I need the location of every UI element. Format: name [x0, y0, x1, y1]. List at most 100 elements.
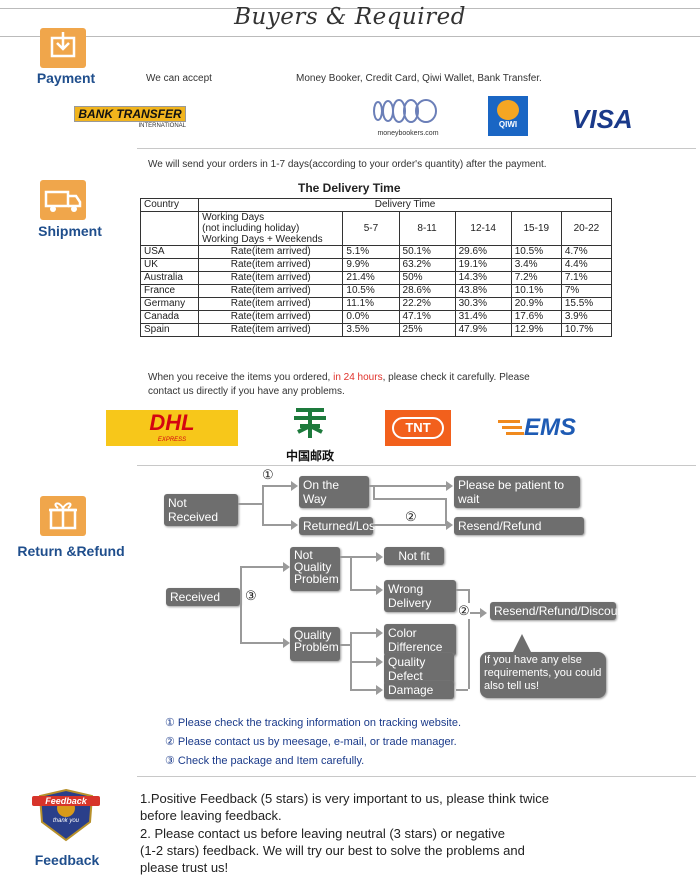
country-cell: Spain [139, 323, 200, 337]
fc1-way-line [369, 485, 447, 487]
fc1-diag-a [373, 487, 375, 499]
received-box: Received [166, 588, 240, 606]
bank-transfer-sub: INTERNATIONAL [138, 123, 186, 129]
range-8-11: 8-11 [398, 211, 456, 246]
divider-shipment [137, 465, 696, 466]
rate-value-cell: 28.6% [398, 284, 456, 298]
damage-box: Damage [384, 681, 454, 699]
fc2-arrow-q-b [376, 657, 383, 667]
delivery-table-title: The Delivery Time [298, 181, 401, 195]
country-cell: USA [139, 245, 200, 259]
page-title: Buyers & Required [234, 4, 466, 30]
rate-value-cell: 9.9% [342, 258, 400, 272]
feedback-label: Feedback [34, 852, 100, 868]
fc2-nq-a [350, 556, 376, 558]
fc2-q-a [350, 632, 376, 634]
fc2-nq-b [350, 589, 376, 591]
rate-value-cell: 3.9% [560, 310, 613, 324]
rate-value-cell: 43.8% [454, 284, 512, 298]
feedback-line-2: before leaving feedback. [140, 808, 282, 823]
fc2-arrow-q-a [376, 628, 383, 638]
country-cell: Australia [139, 271, 200, 285]
rate-value-cell: 4.4% [560, 258, 613, 272]
on-the-way-box: On the Way [299, 476, 369, 508]
moneybookers-text: moneybookers.com [377, 130, 439, 137]
title-underline [0, 36, 700, 37]
rate-value-cell: 0.0% [342, 310, 400, 324]
rate-value-cell: 31.4% [454, 310, 512, 324]
rate-value-cell: 10.7% [560, 323, 613, 337]
qiwi-text: QIWI [498, 120, 518, 129]
shipment-intro: We will send your orders in 1-7 days(acc… [148, 159, 547, 170]
rate-cell: Rate(item arrived) [198, 310, 344, 324]
payment-methods: Money Booker, Credit Card, Qiwi Wallet, … [296, 73, 542, 84]
tnt-text: TNT [392, 417, 444, 439]
rate-value-cell: 3.4% [510, 258, 562, 272]
refund-label: Return &Refund [17, 543, 125, 559]
fc2-q-c [350, 689, 376, 691]
requirements-bubble: If you have any else requirements, you c… [480, 652, 606, 698]
feedback-ribbon-sub: thank you [52, 818, 80, 824]
payment-label: Payment [36, 70, 96, 86]
fc2-vert [240, 566, 242, 644]
fc1-diag-c [445, 498, 447, 524]
rate-cell: Rate(item arrived) [198, 323, 344, 337]
rate-cell: Rate(item arrived) [198, 297, 344, 311]
china-post-logo: 中国邮政 [270, 402, 350, 463]
divider-refund [137, 776, 696, 777]
col-delivery: Delivery Time [198, 198, 612, 212]
resend-refund-discount-box: Resend/Refund/Discount [490, 602, 627, 620]
quality-box: Quality Problem [290, 627, 340, 661]
rate-value-cell: 7% [560, 284, 613, 298]
col-country: Country [139, 198, 200, 212]
range-5-7: 5-7 [342, 211, 400, 246]
qiwi-logo: QIWI [488, 96, 528, 136]
fc2-arrow-nq-a [376, 552, 383, 562]
fc1-vert [262, 485, 264, 525]
fc2-q-stem [340, 644, 350, 646]
bubble-tail [512, 634, 532, 654]
rate-value-cell: 10.5% [342, 284, 400, 298]
country-cell: Germany [139, 297, 200, 311]
check-notice: When you receive the items you ordered, … [148, 371, 530, 399]
fc1-stem [238, 503, 262, 505]
fc2-r-vert [468, 589, 470, 689]
check-pre: When you receive the items you ordered, [148, 372, 334, 383]
dhl-text: DHL [149, 410, 195, 435]
fc1-top [262, 485, 292, 487]
note-3: ③ Check the package and Item carefully. [165, 755, 365, 767]
rate-value-cell: 11.1% [342, 297, 400, 311]
visa-logo: VISA [572, 104, 633, 134]
working-days-cell: Working Days (not including holiday) Wor… [198, 211, 344, 246]
feedback-ribbon: Feedback [32, 796, 100, 806]
not-received-box: Not Received [164, 494, 238, 526]
china-post-text: 中国邮政 [285, 449, 334, 463]
circle-2b: ② [458, 603, 470, 619]
wd-line-1: Working Days [202, 212, 265, 223]
fc1-arrow-bottom [291, 520, 298, 530]
rate-value-cell: 7.2% [510, 271, 562, 285]
check-post: , please check it carefully. Please [382, 372, 530, 383]
rate-value-cell: 15.5% [560, 297, 613, 311]
gift-icon [40, 496, 86, 536]
fc1-arrow-way [446, 481, 453, 491]
fc2-r-a [456, 589, 468, 591]
fc2-nq-stem [340, 556, 350, 558]
ems-text: EMS [524, 414, 577, 441]
dhl-logo: DHL EXPRESS [106, 410, 238, 446]
not-quality-box: Not Quality Problem [290, 547, 340, 591]
rate-cell: Rate(item arrived) [198, 271, 344, 285]
bank-transfer-text: BANK TRANSFER [74, 106, 186, 122]
fc2-bottom [240, 642, 284, 644]
rate-cell: Rate(item arrived) [198, 284, 344, 298]
rate-value-cell: 5.1% [342, 245, 400, 259]
feedback-line-5: please trust us! [140, 860, 229, 875]
tnt-logo: TNT [385, 410, 451, 446]
rate-cell: Rate(item arrived) [198, 258, 344, 272]
rate-value-cell: 10.1% [510, 284, 562, 298]
fc2-top [240, 566, 284, 568]
rate-value-cell: 50.1% [398, 245, 456, 259]
rate-value-cell: 47.1% [398, 310, 456, 324]
